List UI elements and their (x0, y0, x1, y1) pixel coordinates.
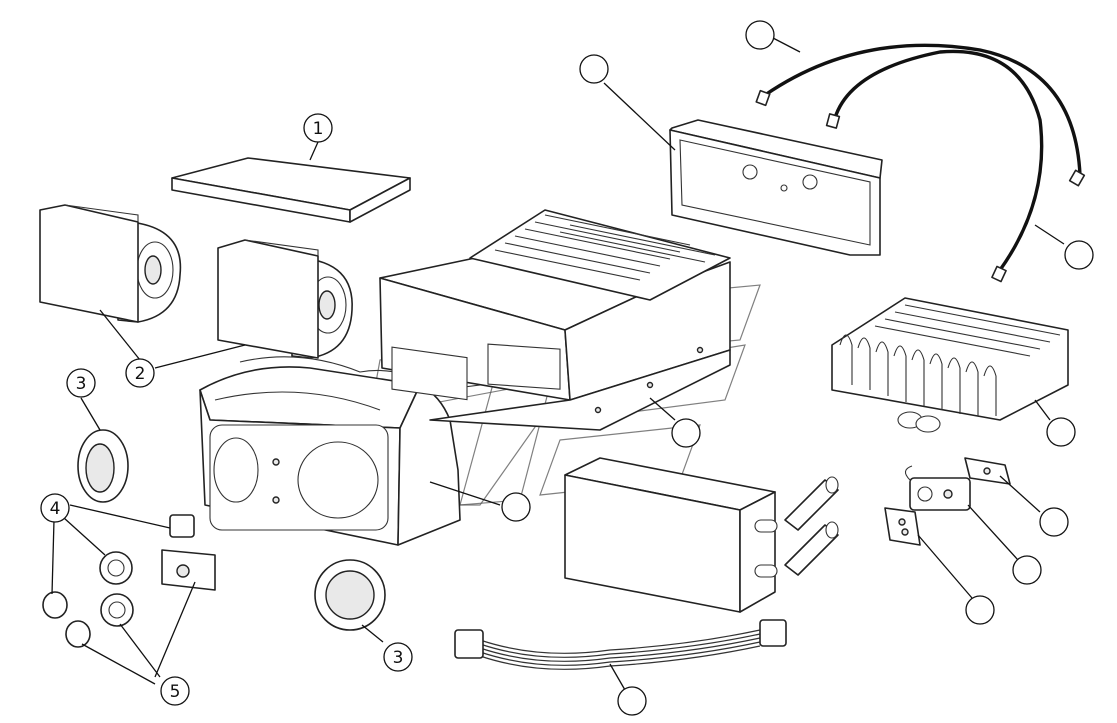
callout-housing (671, 418, 701, 448)
front-housing (199, 356, 521, 546)
callout-cable-top (745, 20, 775, 50)
wiring-harness (454, 619, 787, 670)
grommet-left (77, 429, 129, 503)
callout-harness (617, 686, 647, 716)
callout-label: 2 (135, 364, 146, 384)
callout-duct (501, 492, 531, 522)
evaporator-coil (831, 297, 1069, 433)
heater-hoses (784, 476, 839, 576)
callout-label: 1 (313, 119, 324, 139)
expansion-valve (904, 465, 971, 511)
filter-pad (171, 157, 411, 223)
leader-lines (51, 37, 1065, 691)
callout-label: 5 (170, 682, 181, 702)
callout-label: 4 (50, 499, 61, 519)
callout-top-filter: 1 (303, 113, 333, 143)
callout-label: 3 (393, 648, 404, 668)
callout-blower: 2 (125, 358, 155, 388)
callout-bracket-a (1039, 507, 1069, 537)
blower-right (217, 239, 353, 359)
bracket-upper (964, 457, 1011, 485)
grille-housing (469, 209, 731, 301)
grommet-bottom (314, 559, 386, 631)
callout-grommet-left: 3 (66, 368, 96, 398)
blower-left (39, 204, 182, 323)
bracket-lower (884, 507, 921, 546)
capillary-cable-1 (755, 43, 1086, 187)
capillary-cable-2 (825, 49, 1044, 283)
cover-tray (669, 119, 883, 256)
callout-label: 3 (76, 374, 87, 394)
callout-valve (1012, 555, 1042, 585)
callout-cover (579, 54, 609, 84)
callout-grommet-bottom: 3 (383, 642, 413, 672)
callout-knob: 4 (40, 493, 70, 523)
callout-bracket-b (965, 595, 995, 625)
callout-evaporator (1046, 417, 1076, 447)
grille-slots (494, 214, 716, 281)
heater-core (564, 457, 778, 613)
duct-box (379, 257, 731, 431)
coil-fins (839, 304, 1061, 416)
callout-switch: 5 (160, 676, 190, 706)
control-knobs (42, 514, 216, 648)
callout-cable-right (1064, 240, 1094, 270)
